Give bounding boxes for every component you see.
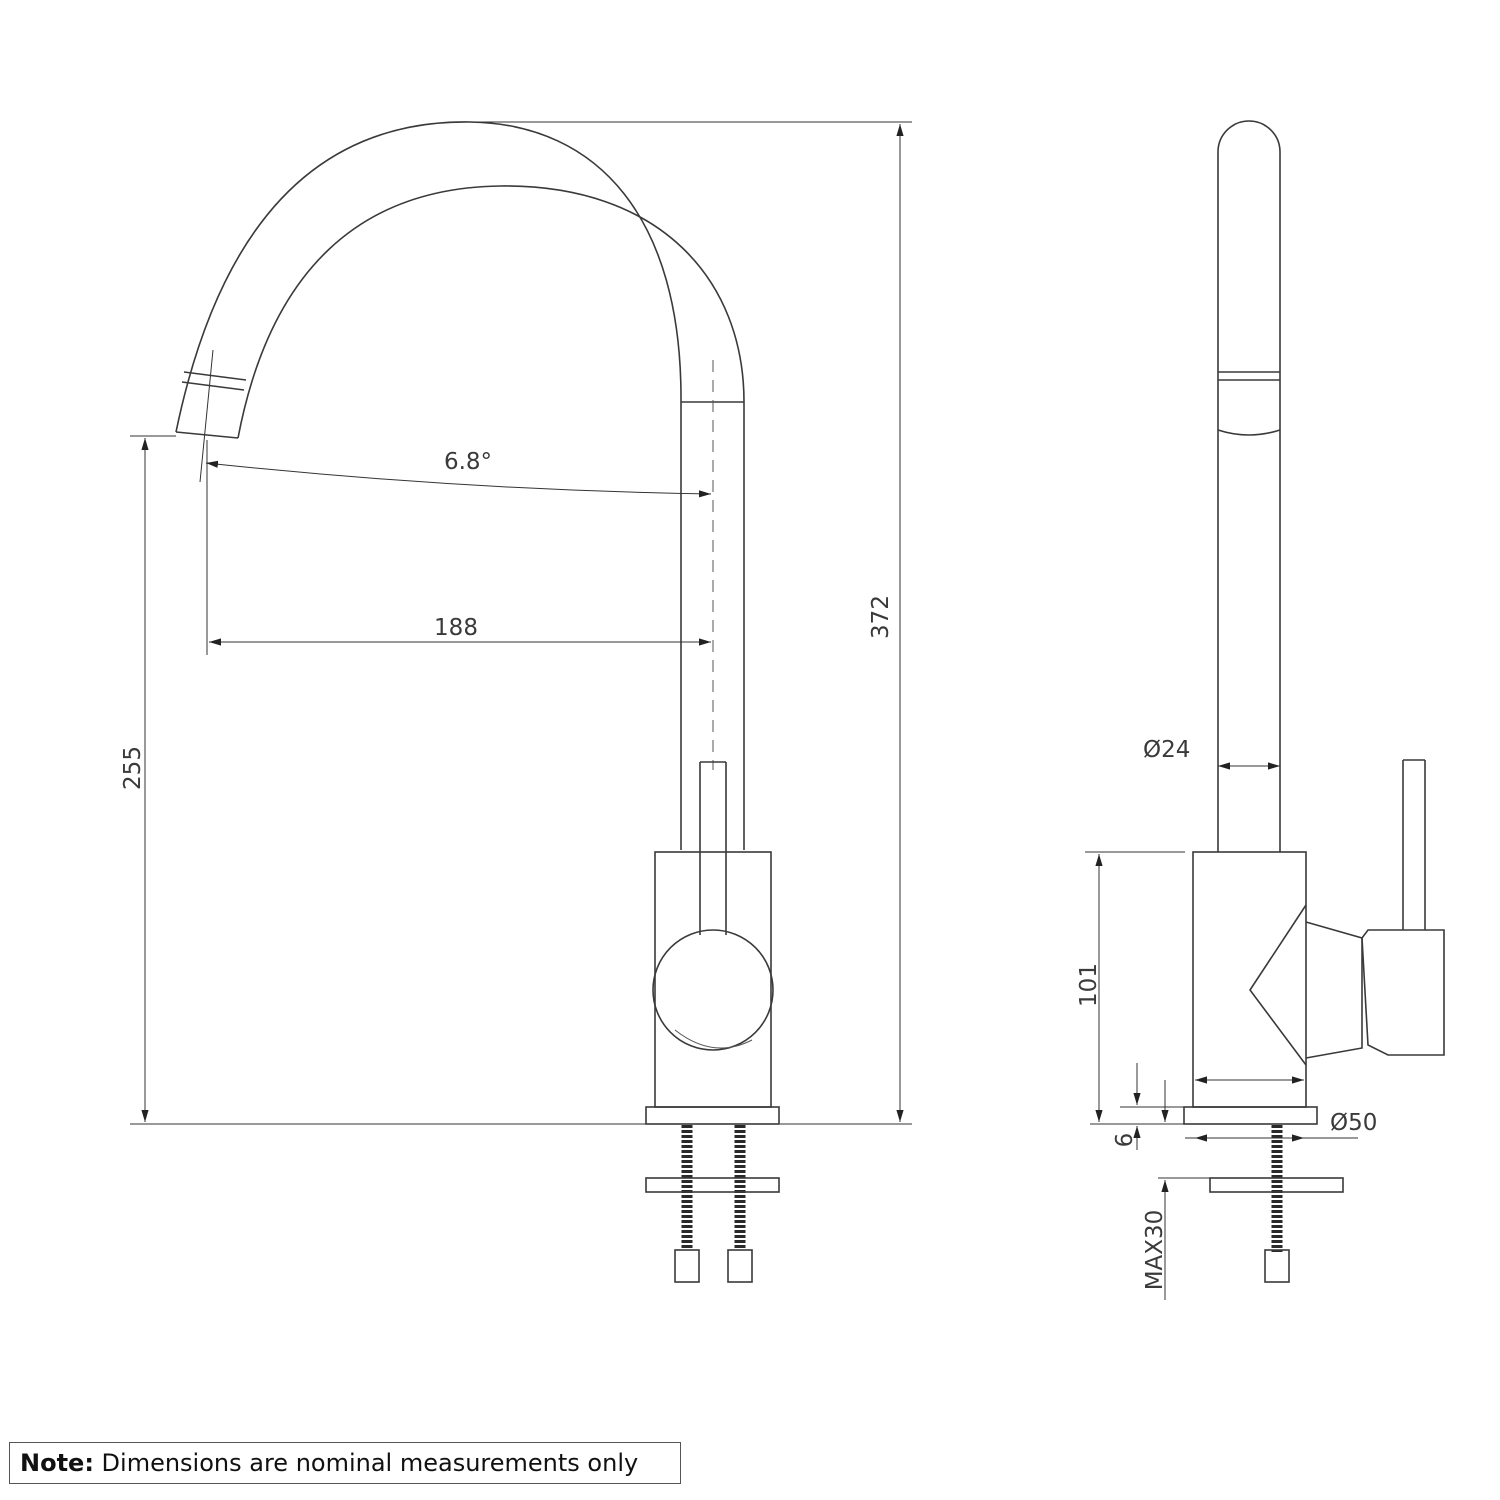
dim-spout-dia-label: Ø24 [1143,737,1190,763]
dim-reach-label: 188 [434,615,478,641]
spout-outer [175,121,682,433]
back-plate [645,1177,780,1193]
dim-base-dia-label: Ø50 [1330,1110,1377,1136]
dim-spout-height-label: 255 [120,746,146,790]
note-box: Note: Dimensions are nominal measurement… [9,1442,681,1484]
front-view: 372 255 188 6.8° [120,121,912,1283]
side-spout [1217,120,1281,852]
spout-tip [175,371,247,439]
side-aerator [1217,429,1281,436]
handle-knob [652,929,774,1051]
base-flange [645,1106,780,1125]
spout-inner [237,185,745,439]
lever [699,761,727,935]
dim-body-height-label: 101 [1076,963,1102,1007]
dim-max-thickness-label: MAX30 [1142,1210,1168,1291]
side-body [1192,851,1307,1108]
side-view: Ø24 101 Ø50 6 MAX30 [1076,120,1445,1300]
note-label: Note: [20,1449,94,1477]
dim-total-height-label: 372 [868,595,894,639]
side-cartridge [1249,904,1363,1066]
side-lever [1402,759,1426,930]
dim-angle-label: 6.8° [444,449,492,475]
dim-flange-label: 6 [1112,1133,1138,1148]
note-text: Dimensions are nominal measurements only [93,1449,639,1477]
base-body [654,851,772,1108]
